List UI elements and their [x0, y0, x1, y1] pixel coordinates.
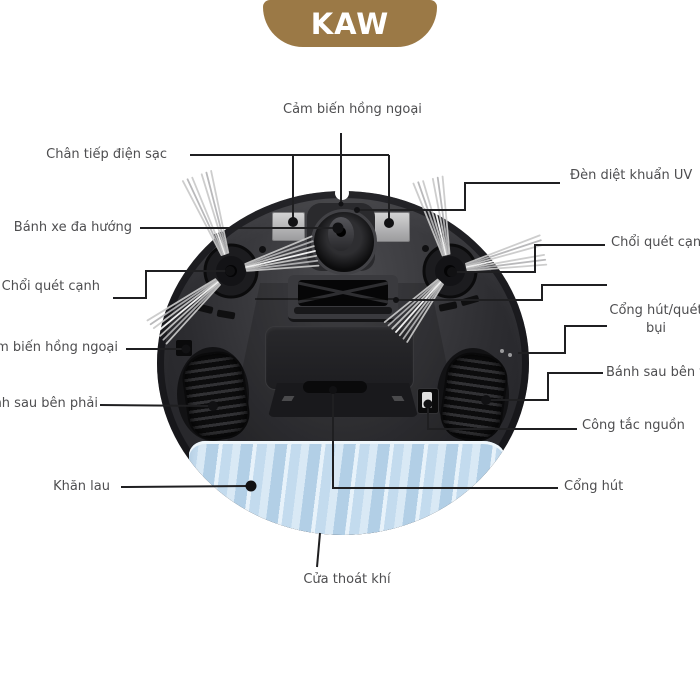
label-ir-sensor-top: Cảm biến hồng ngoại — [283, 102, 422, 117]
label-ir-sensor-left: Cảm biến hồng ngoại — [0, 340, 118, 355]
tray-mark — [391, 396, 405, 401]
vent-slot — [460, 294, 480, 307]
vent-slot — [438, 301, 458, 312]
leader-edge-port — [518, 325, 607, 354]
leader-air-outlet — [316, 532, 321, 568]
dustbin-cover — [265, 326, 414, 390]
label-charging-contacts: Chân tiếp điện sạc — [46, 147, 167, 162]
label-suction-port: Cổng hút — [564, 479, 624, 494]
panel-seam — [255, 298, 397, 300]
label-rear-wheel-right: Bánh sau bên phải — [0, 396, 98, 411]
brand-logo: KAW — [263, 0, 437, 47]
mop-cloth-part — [189, 441, 505, 535]
label-power-switch: Công tắc nguồn — [582, 418, 685, 433]
rubber-blade — [294, 307, 392, 314]
power-switch-dot — [425, 401, 429, 405]
label-rear-wheel-left: Bánh sau bên trái — [606, 365, 700, 380]
label-omni-wheel: Bánh xe đa hướng — [13, 220, 132, 235]
ir-edge-sensor — [176, 340, 192, 356]
brand-logo-text: KAW — [310, 6, 390, 41]
screw — [421, 244, 430, 253]
label-mop-cloth: Khăn lau — [53, 479, 110, 494]
label-side-brush-right: Chổi quét cạnh — [611, 235, 700, 250]
label-air-outlet: Cửa thoát khí — [303, 572, 391, 587]
power-switch-rocker — [422, 392, 432, 408]
label-dust-suction-port: Cổng hút/quét bụi — [609, 303, 700, 336]
label-side-brush-left: Chổi quét cạnh — [1, 279, 100, 294]
vent-slot — [216, 309, 236, 320]
label-uv-lamp: Đèn diệt khuẩn UV — [570, 168, 693, 183]
charging-contact-left — [272, 212, 305, 241]
vent-slot — [194, 302, 214, 315]
robot-vacuum-body — [157, 191, 529, 535]
charging-contact-right — [373, 212, 410, 242]
suction-port-handle — [303, 381, 367, 393]
screw — [258, 245, 267, 254]
omni-wheel-axle — [336, 227, 346, 237]
suction-inlet — [298, 280, 388, 306]
